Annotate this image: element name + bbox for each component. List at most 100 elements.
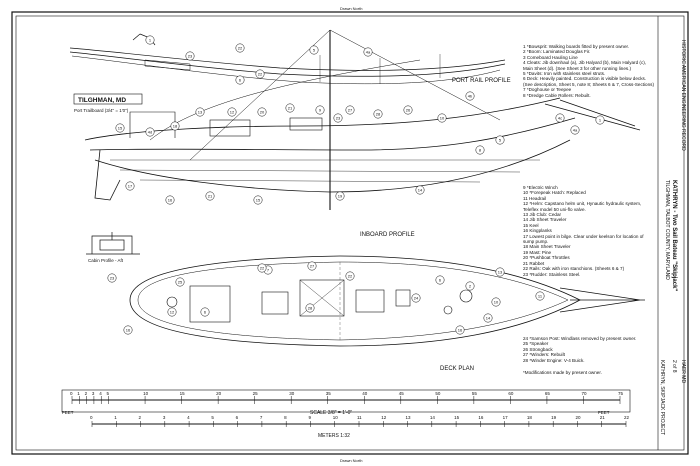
meter-tick-label: 3: [163, 415, 166, 420]
meter-tick-label: 10: [333, 415, 339, 420]
meter-tick-label: 20: [575, 415, 581, 420]
callout-circle: [257, 263, 267, 273]
feet-tick-label: 5: [107, 391, 110, 396]
callout-circle: [309, 45, 319, 55]
callout-number: 15: [256, 198, 261, 203]
callout-circle: [465, 91, 475, 101]
meter-tick-label: 7: [260, 415, 263, 420]
trailboard-title-box: [73, 93, 143, 105]
feet-tick-label: 35: [326, 391, 332, 396]
callout-circle: [483, 313, 493, 323]
feet-tick-label: 75: [618, 391, 624, 396]
feet-tick-label: 20: [216, 391, 222, 396]
note-item: 4 Cleats: Jib downhaul (a), Jib Halyard …: [523, 60, 647, 71]
note-item: 23 *Rudder: Stainless Steel.: [523, 271, 581, 277]
callout-number: 19: [338, 194, 343, 199]
feet-tick-label: 2: [85, 391, 88, 396]
trailboard-caption: Port Trailboard (3/4" = 1'0"): [74, 108, 129, 113]
note-item: 28 *Winder Engine: V-4 Buick.: [523, 357, 585, 363]
callout-number: 17: [128, 184, 133, 189]
note-item: 21 Rabbet: [523, 260, 545, 266]
meter-tick-label: 18: [527, 415, 533, 420]
callout-number: 4c: [558, 116, 562, 121]
callout-number: 27: [310, 264, 315, 269]
meter-tick-label: 13: [406, 415, 412, 420]
callout-number: 22: [348, 274, 353, 279]
meter-tick-label: 12: [381, 415, 387, 420]
callout-number: 15: [118, 126, 123, 131]
callout-circle: [535, 291, 545, 301]
meters-scale-label: METERS 1:32: [318, 433, 350, 439]
callout-number: 4d: [148, 130, 152, 135]
callout-circle: [363, 47, 373, 57]
callout-number: 16: [458, 328, 463, 333]
callout-number: 22: [258, 72, 263, 77]
feet-word-right: FEET: [598, 410, 610, 415]
callout-number: 4a: [366, 50, 371, 55]
feet-tick-label: 65: [545, 391, 551, 396]
note-item: 17 Lowest point in bilge. Clear under ke…: [523, 233, 644, 245]
inner-border: [15, 15, 685, 451]
note-item: 14 Jib Sheet Traveler: [523, 217, 567, 223]
callout-number: 26: [406, 108, 411, 113]
feet-tick-label: 25: [253, 391, 259, 396]
callout-circle: [435, 275, 445, 285]
north-mark-top: Drawn North: [340, 6, 362, 11]
callout-number: 11: [538, 294, 543, 299]
callout-number: 14: [418, 188, 423, 193]
callout-circle: [253, 195, 263, 205]
callout-circle: [227, 107, 237, 117]
feet-tick-label: 3: [92, 391, 95, 396]
callout-number: 28: [308, 306, 313, 311]
callout-circle: [235, 75, 245, 85]
title-block-survey: HISTORIC AMERICAN ENGINEERING RECORD: [680, 40, 686, 151]
callout-number: 1: [599, 118, 602, 123]
note-item: 12 *Helm: Capstano helm unit, Hynautic h…: [523, 201, 642, 212]
feet-tick-label: 70: [581, 391, 587, 396]
callout-circle: [403, 105, 413, 115]
callout-circle: [475, 145, 485, 155]
feet-tick-label: 0: [70, 391, 73, 396]
feet-tick-label: 40: [362, 391, 368, 396]
callout-number: 23: [336, 116, 341, 121]
callout-circle: [455, 325, 465, 335]
note-item: 26 Strongback: [523, 346, 553, 352]
callout-number: 12: [230, 110, 235, 115]
deck-title: DECK PLAN: [440, 366, 474, 372]
callout-number: 14: [486, 316, 491, 321]
callout-number: 5: [499, 138, 502, 143]
feet-scale-label: SCALE 3/8" = 1'-0": [310, 410, 352, 416]
feet-tick-label: 45: [399, 391, 405, 396]
meter-tick-label: 0: [90, 415, 93, 420]
note-item: 5 *Davits: Iron with stainless steel str…: [523, 71, 606, 77]
meter-tick-label: 8: [284, 415, 287, 420]
callout-circle: [235, 43, 245, 53]
note-item: 27 *Winders: Rebuilt: [523, 352, 565, 358]
feet-tick-label: 50: [435, 391, 441, 396]
notes-group-3: 24 *Samson Post: Windlass removed by pre…: [523, 336, 655, 363]
callout-circle: [307, 261, 317, 271]
callout-number: 8: [479, 148, 482, 153]
inboard-profile: [84, 29, 641, 210]
callout-circle: [335, 191, 345, 201]
note-item: 16 Kingplanks: [523, 228, 552, 234]
callout-circle: [415, 185, 425, 195]
feet-tick-label: 55: [472, 391, 478, 396]
inboard-title: INBOARD PROFILE: [360, 232, 415, 238]
meter-tick-label: 19: [551, 415, 557, 420]
callout-circle: [555, 113, 565, 123]
callout-number: 24: [414, 296, 419, 301]
callout-number: 27: [348, 108, 353, 113]
cabin-caption: Cabin Profile - Aft: [88, 258, 124, 263]
callout-number: 6: [239, 78, 242, 83]
meter-tick-label: 15: [454, 415, 460, 420]
meter-tick-label: 21: [600, 415, 606, 420]
location-title: TILGHMAN, MD: [78, 97, 126, 104]
callout-number: 10: [494, 300, 499, 305]
callout-number: 21: [288, 106, 293, 111]
note-item: 8 *Dredge Cable Rollers: Rebuilt.: [523, 92, 591, 98]
callout-circle: [345, 105, 355, 115]
callout-circle: [411, 293, 421, 303]
